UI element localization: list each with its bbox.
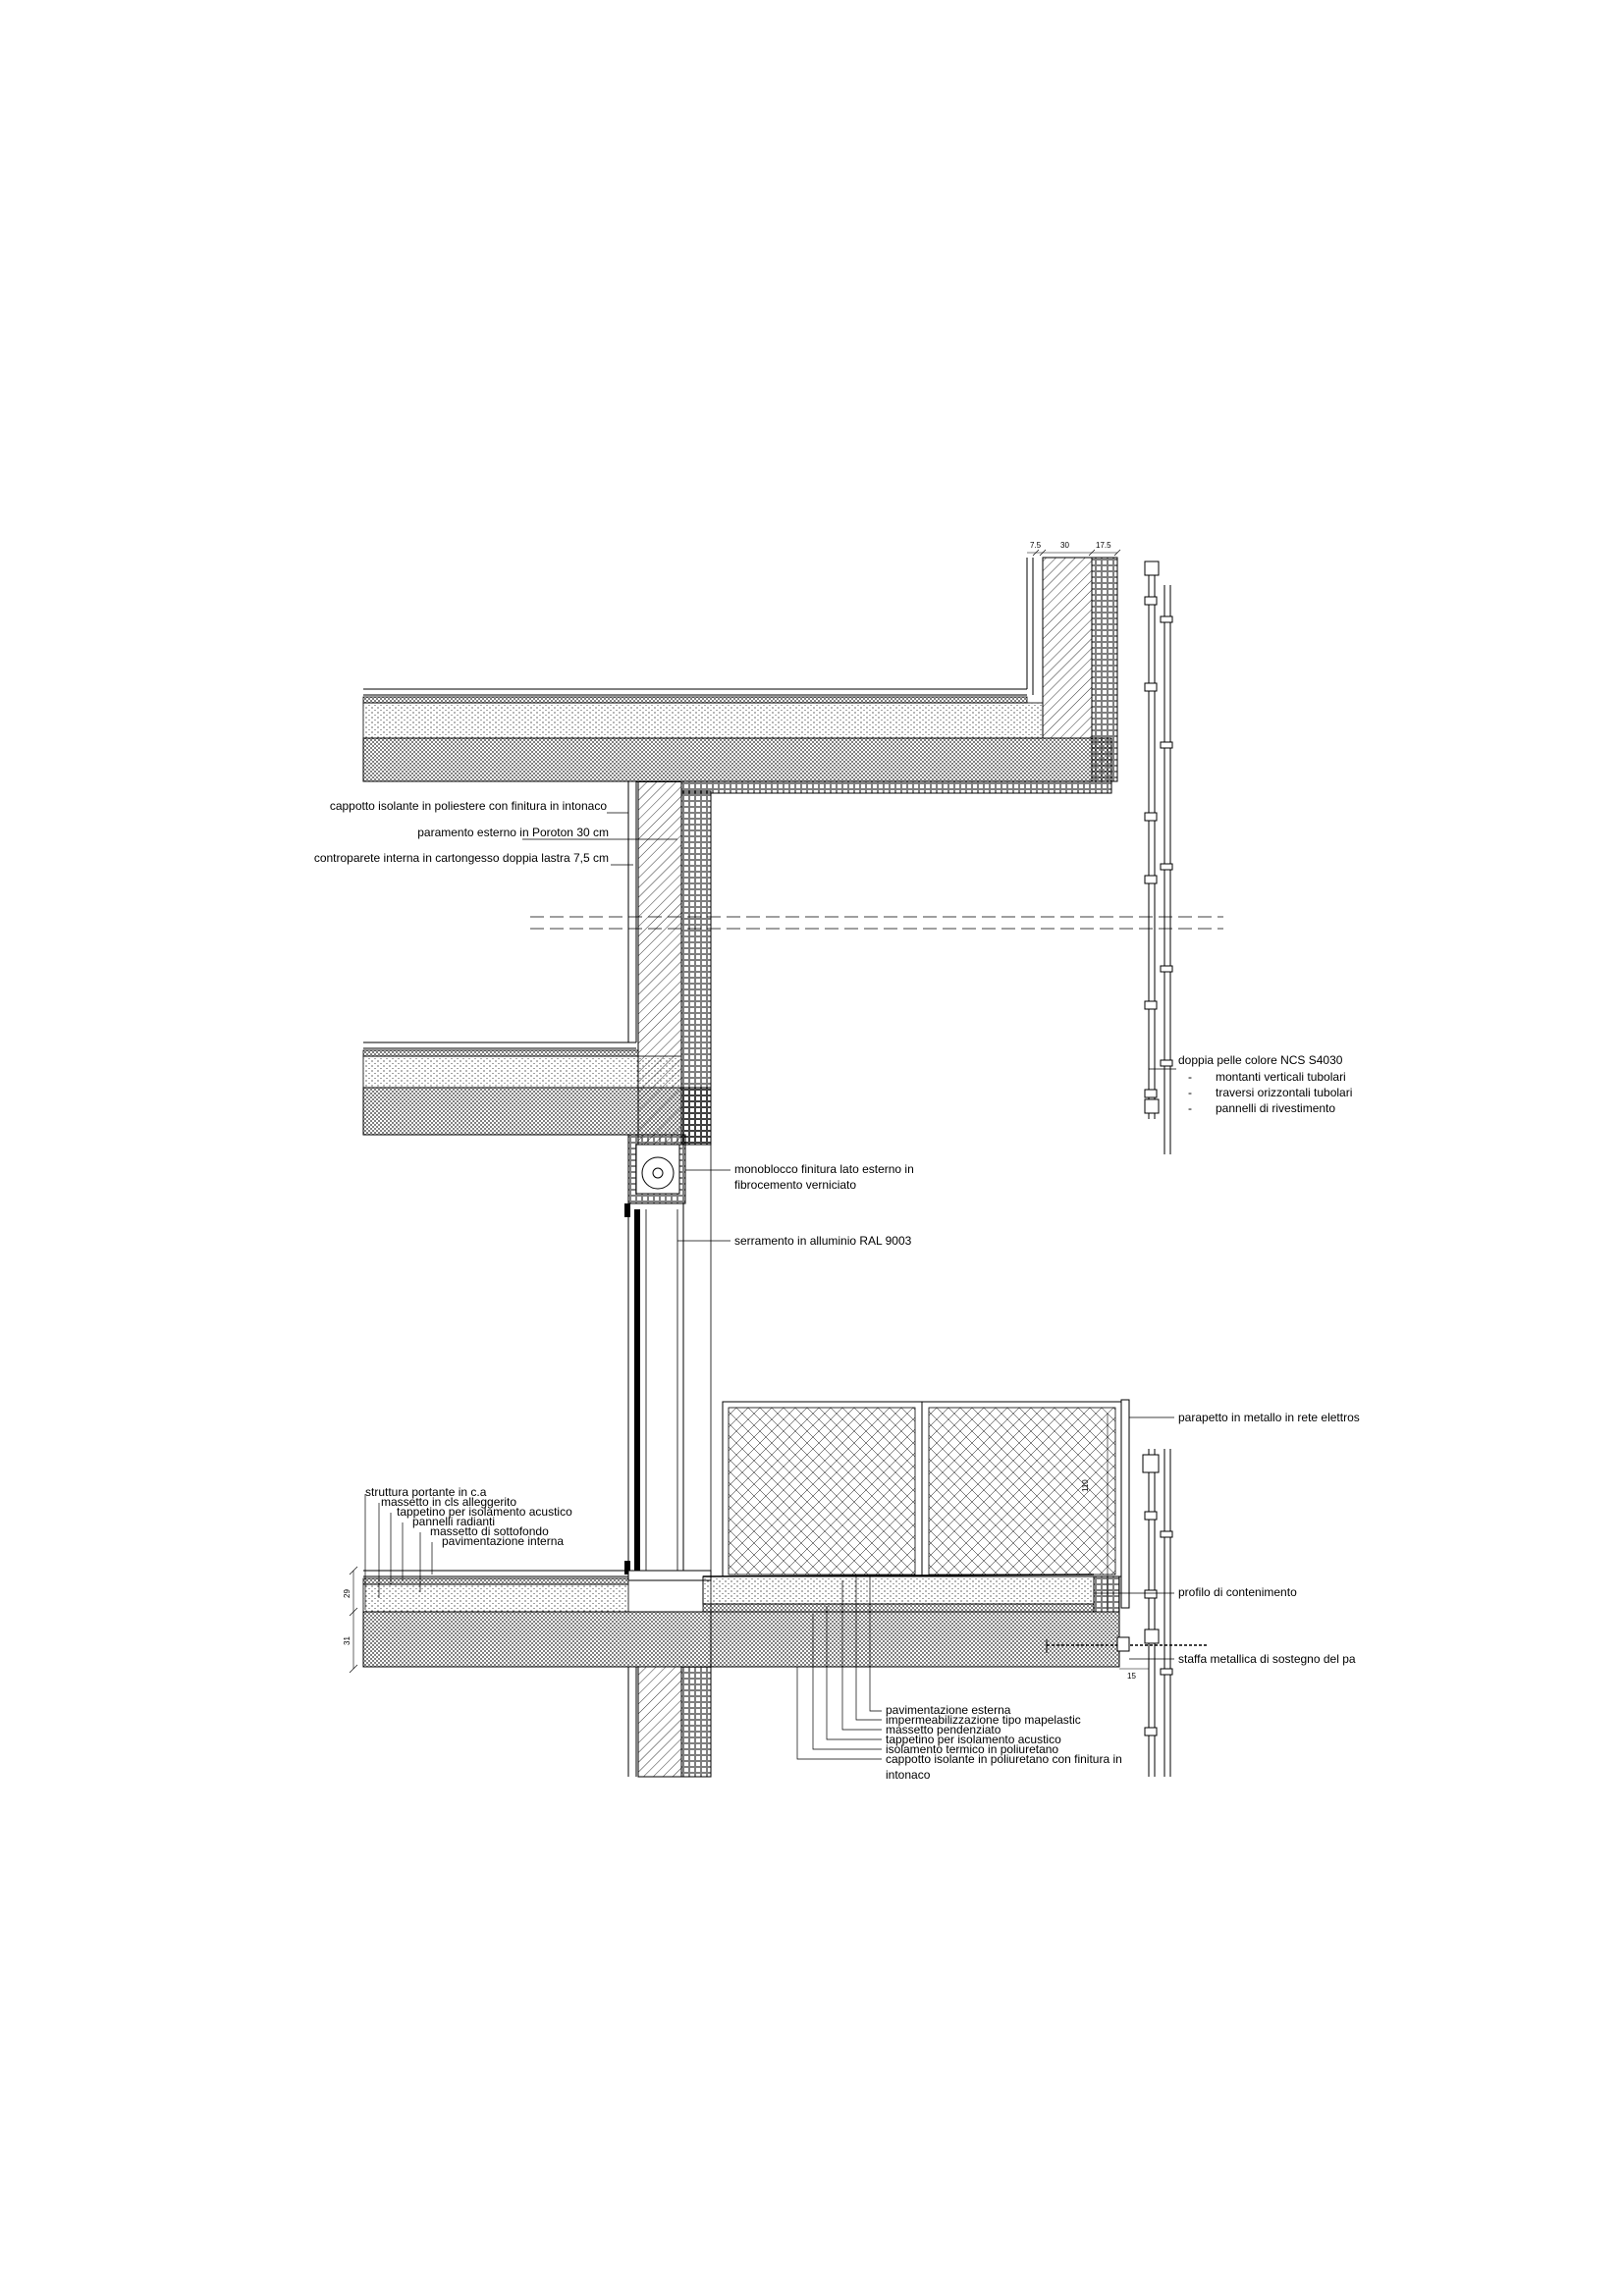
label-massetto-sottofondo: massetto di sottofondo	[430, 1524, 549, 1538]
label-profilo: profilo di contenimento	[1178, 1585, 1297, 1599]
bullet-3: -	[1188, 1101, 1192, 1115]
parapet-mesh: 110	[722, 1399, 1130, 1610]
metal-bracket: 15	[1046, 1636, 1208, 1681]
label-monoblocco-2: fibrocemento verniciato	[734, 1178, 856, 1192]
label-cappotto-poliuretano: cappotto isolante in poliuretano con fin…	[886, 1752, 1122, 1766]
label-cappotto-poliestere: cappotto isolante in poliestere con fini…	[330, 799, 608, 813]
exterior-floor	[702, 1574, 1120, 1668]
bullet-1: -	[1188, 1070, 1192, 1084]
label-paramento-poroton: paramento esterno in Poroton 30 cm	[417, 826, 609, 839]
lower-wall	[627, 1666, 712, 1778]
dim-110: 110	[1081, 1479, 1090, 1492]
label-tappetino-esterno: tappetino per isolamento acustico	[886, 1733, 1061, 1746]
label-pavimentazione-esterna: pavimentazione esterna	[886, 1703, 1011, 1717]
dim-17-5: 17.5	[1096, 541, 1111, 550]
top-dimension: 7.5 30 17.5	[1027, 541, 1121, 557]
annotation-labels: cappotto isolante in poliestere con fini…	[314, 799, 1360, 1782]
top-slab	[362, 688, 1112, 782]
label-intonaco: intonaco	[886, 1768, 931, 1782]
label-massetto-alleggerito: massetto in cls alleggerito	[381, 1495, 516, 1509]
dim-31: 31	[343, 1636, 352, 1645]
label-doppia-pelle: doppia pelle colore NCS S4030	[1178, 1053, 1343, 1067]
monoblocco-box	[627, 1134, 712, 1669]
label-traversi: traversi orizzontali tubolari	[1216, 1086, 1352, 1099]
double-skin-lower	[1142, 1449, 1173, 1777]
floor-dimensions: 29 31	[343, 1566, 358, 1674]
label-pavimentazione-interna: pavimentazione interna	[442, 1534, 564, 1548]
label-pannelli-radianti: pannelli radianti	[412, 1515, 495, 1528]
label-serramento: serramento in alluminio RAL 9003	[734, 1234, 912, 1248]
dim-30: 30	[1060, 541, 1069, 550]
label-pannelli-rivestimento: pannelli di rivestimento	[1216, 1101, 1335, 1115]
middle-slab	[362, 1041, 712, 1146]
label-isolamento-poliuretano: isolamento termico in poliuretano	[886, 1742, 1058, 1756]
interior-floor	[362, 1570, 712, 1668]
label-staffa: staffa metallica di sostegno del pa	[1178, 1652, 1356, 1666]
label-controparete: controparete interna in cartongesso dopp…	[314, 851, 609, 865]
double-skin-upper	[1144, 561, 1173, 1154]
leader-lines	[364, 812, 1176, 1760]
label-massetto-pendenziato: massetto pendenziato	[886, 1723, 1001, 1736]
label-montanti: montanti verticali tubolari	[1216, 1070, 1346, 1084]
label-tappetino-interno: tappetino per isolamento acustico	[397, 1505, 572, 1519]
dim-7-5: 7.5	[1030, 541, 1042, 550]
window-frame	[624, 1202, 712, 1581]
dim-15: 15	[1127, 1672, 1136, 1681]
label-struttura-portante: struttura portante in c.a	[365, 1485, 487, 1499]
bullet-2: -	[1188, 1086, 1192, 1099]
label-parapetto: parapetto in metallo in rete elettros	[1178, 1411, 1360, 1424]
label-monoblocco-1: monoblocco finitura lato esterno in	[734, 1162, 914, 1176]
break-line	[530, 916, 1223, 930]
dim-29: 29	[343, 1589, 352, 1598]
label-impermeabilizzazione: impermeabilizzazione tipo mapelastic	[886, 1713, 1081, 1727]
